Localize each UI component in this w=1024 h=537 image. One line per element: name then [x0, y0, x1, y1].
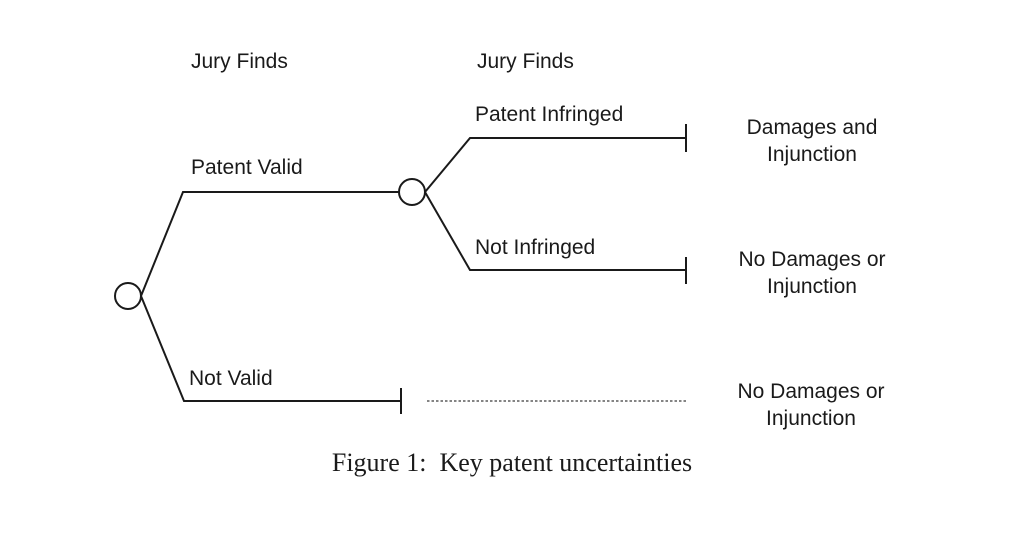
branch-label-patent-valid: Patent Valid [191, 156, 303, 179]
branch-line-not-infringed [424, 191, 686, 271]
branch-label-patent-infringed: Patent Infringed [475, 103, 624, 126]
branch-label-not-valid: Not Valid [189, 367, 273, 390]
outcome-line: Injunction [766, 407, 856, 430]
chance-node-infringement [398, 178, 426, 206]
stage-header-jury-finds-1: Jury Finds [191, 50, 288, 73]
outcome-line: Injunction [767, 143, 857, 166]
outcome-line: No Damages or [738, 248, 886, 271]
outcome-no-damages-infringement: No Damages or Injunction [702, 246, 922, 300]
stage-header-jury-finds-2: Jury Finds [477, 50, 574, 73]
branch-label-not-infringed: Not Infringed [475, 236, 596, 259]
chance-node-validity [114, 282, 142, 310]
outcome-line: Injunction [767, 275, 857, 298]
outcome-line: No Damages or [737, 380, 885, 403]
branch-line-patent-infringed [424, 137, 686, 193]
outcome-no-damages-invalid: No Damages or Injunction [701, 378, 921, 432]
outcome-line: Damages and [746, 116, 878, 139]
figure-caption: Figure 1: Key patent uncertainties [331, 448, 693, 477]
branch-line-patent-valid [140, 191, 399, 297]
outcome-damages-injunction: Damages and Injunction [702, 114, 922, 168]
branch-line-not-valid [140, 295, 401, 402]
